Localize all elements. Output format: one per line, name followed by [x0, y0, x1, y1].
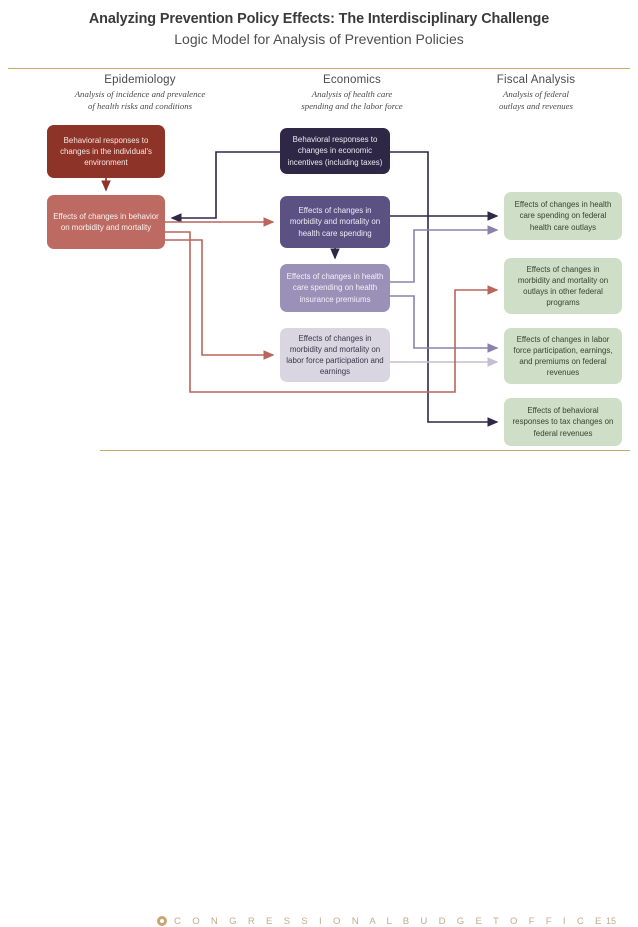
node-behavioral-responses-environment[interactable]: Behavioral responses to changes in the i… — [47, 125, 165, 178]
arrow-m3-to-r1 — [390, 225, 499, 283]
node-label: Effects of changes in morbidity and mort… — [517, 264, 609, 308]
node-label: Effects of changes in morbidity and mort… — [289, 206, 381, 238]
arrow-l2-to-r2 — [165, 231, 499, 393]
node-label: Effects of changes in health care spendi… — [286, 272, 384, 304]
node-effects-behavior-morbidity-mortality[interactable]: Effects of changes in behavior on morbid… — [47, 195, 165, 249]
node-labor-force-premiums-federal-revenues[interactable]: Effects of changes in labor force partic… — [504, 328, 622, 384]
node-outlays-other-federal-programs[interactable]: Effects of changes in morbidity and mort… — [504, 258, 622, 314]
page-number: 15 — [606, 916, 617, 926]
node-label: Behavioral responses to changes in econo… — [287, 135, 383, 167]
node-morbidity-mortality-labor-force[interactable]: Effects of changes in morbidity and mort… — [280, 328, 390, 382]
node-label: Effects of changes in morbidity and mort… — [286, 333, 384, 377]
node-health-care-spending-insurance-premiums[interactable]: Effects of changes in health care spendi… — [280, 264, 390, 312]
cbo-seal-icon — [157, 916, 167, 926]
node-label: Effects of changes in behavior on morbid… — [53, 211, 159, 232]
title-block: Analyzing Prevention Policy Effects: The… — [0, 0, 638, 48]
node-label: Effects of changes in health care spendi… — [514, 200, 612, 232]
node-tax-changes-federal-revenues[interactable]: Effects of behavioral responses to tax c… — [504, 398, 622, 446]
arrow-m1-to-l2 — [170, 151, 280, 223]
node-federal-health-care-outlays[interactable]: Effects of changes in health care spendi… — [504, 192, 622, 240]
column-title-fiscal: Fiscal Analysis — [496, 74, 576, 86]
footer-divider — [100, 450, 630, 451]
footer: C O N G R E S S I O N A L B U D G E T O … — [0, 455, 638, 927]
connector-arrows — [101, 151, 499, 427]
page-title: Analyzing Prevention Policy Effects: The… — [88, 11, 550, 27]
footer-organization: C O N G R E S S I O N A L B U D G E T O … — [174, 916, 606, 927]
node-morbidity-mortality-health-care-spending[interactable]: Effects of changes in morbidity and mort… — [280, 196, 390, 248]
arrow-m3-to-r3 — [390, 295, 499, 353]
column-title-epidemiology: Epidemiology — [104, 74, 176, 86]
node-label: Behavioral responses to changes in the i… — [60, 135, 152, 168]
arrow-m1-to-r4 — [390, 151, 499, 427]
page-subtitle: Logic Model for Analysis of Prevention P… — [174, 31, 464, 47]
column-header-epidemiology: Epidemiology Analysis of incidence and p… — [10, 74, 270, 112]
node-behavioral-responses-economic-incentives[interactable]: Behavioral responses to changes in econo… — [280, 128, 390, 174]
node-label: Effects of changes in labor force partic… — [513, 334, 613, 378]
node-label: Effects of behavioral responses to tax c… — [512, 406, 614, 438]
column-title-economics: Economics — [322, 74, 382, 86]
arrow-l2-to-m4 — [165, 239, 275, 360]
top-divider — [8, 68, 630, 69]
